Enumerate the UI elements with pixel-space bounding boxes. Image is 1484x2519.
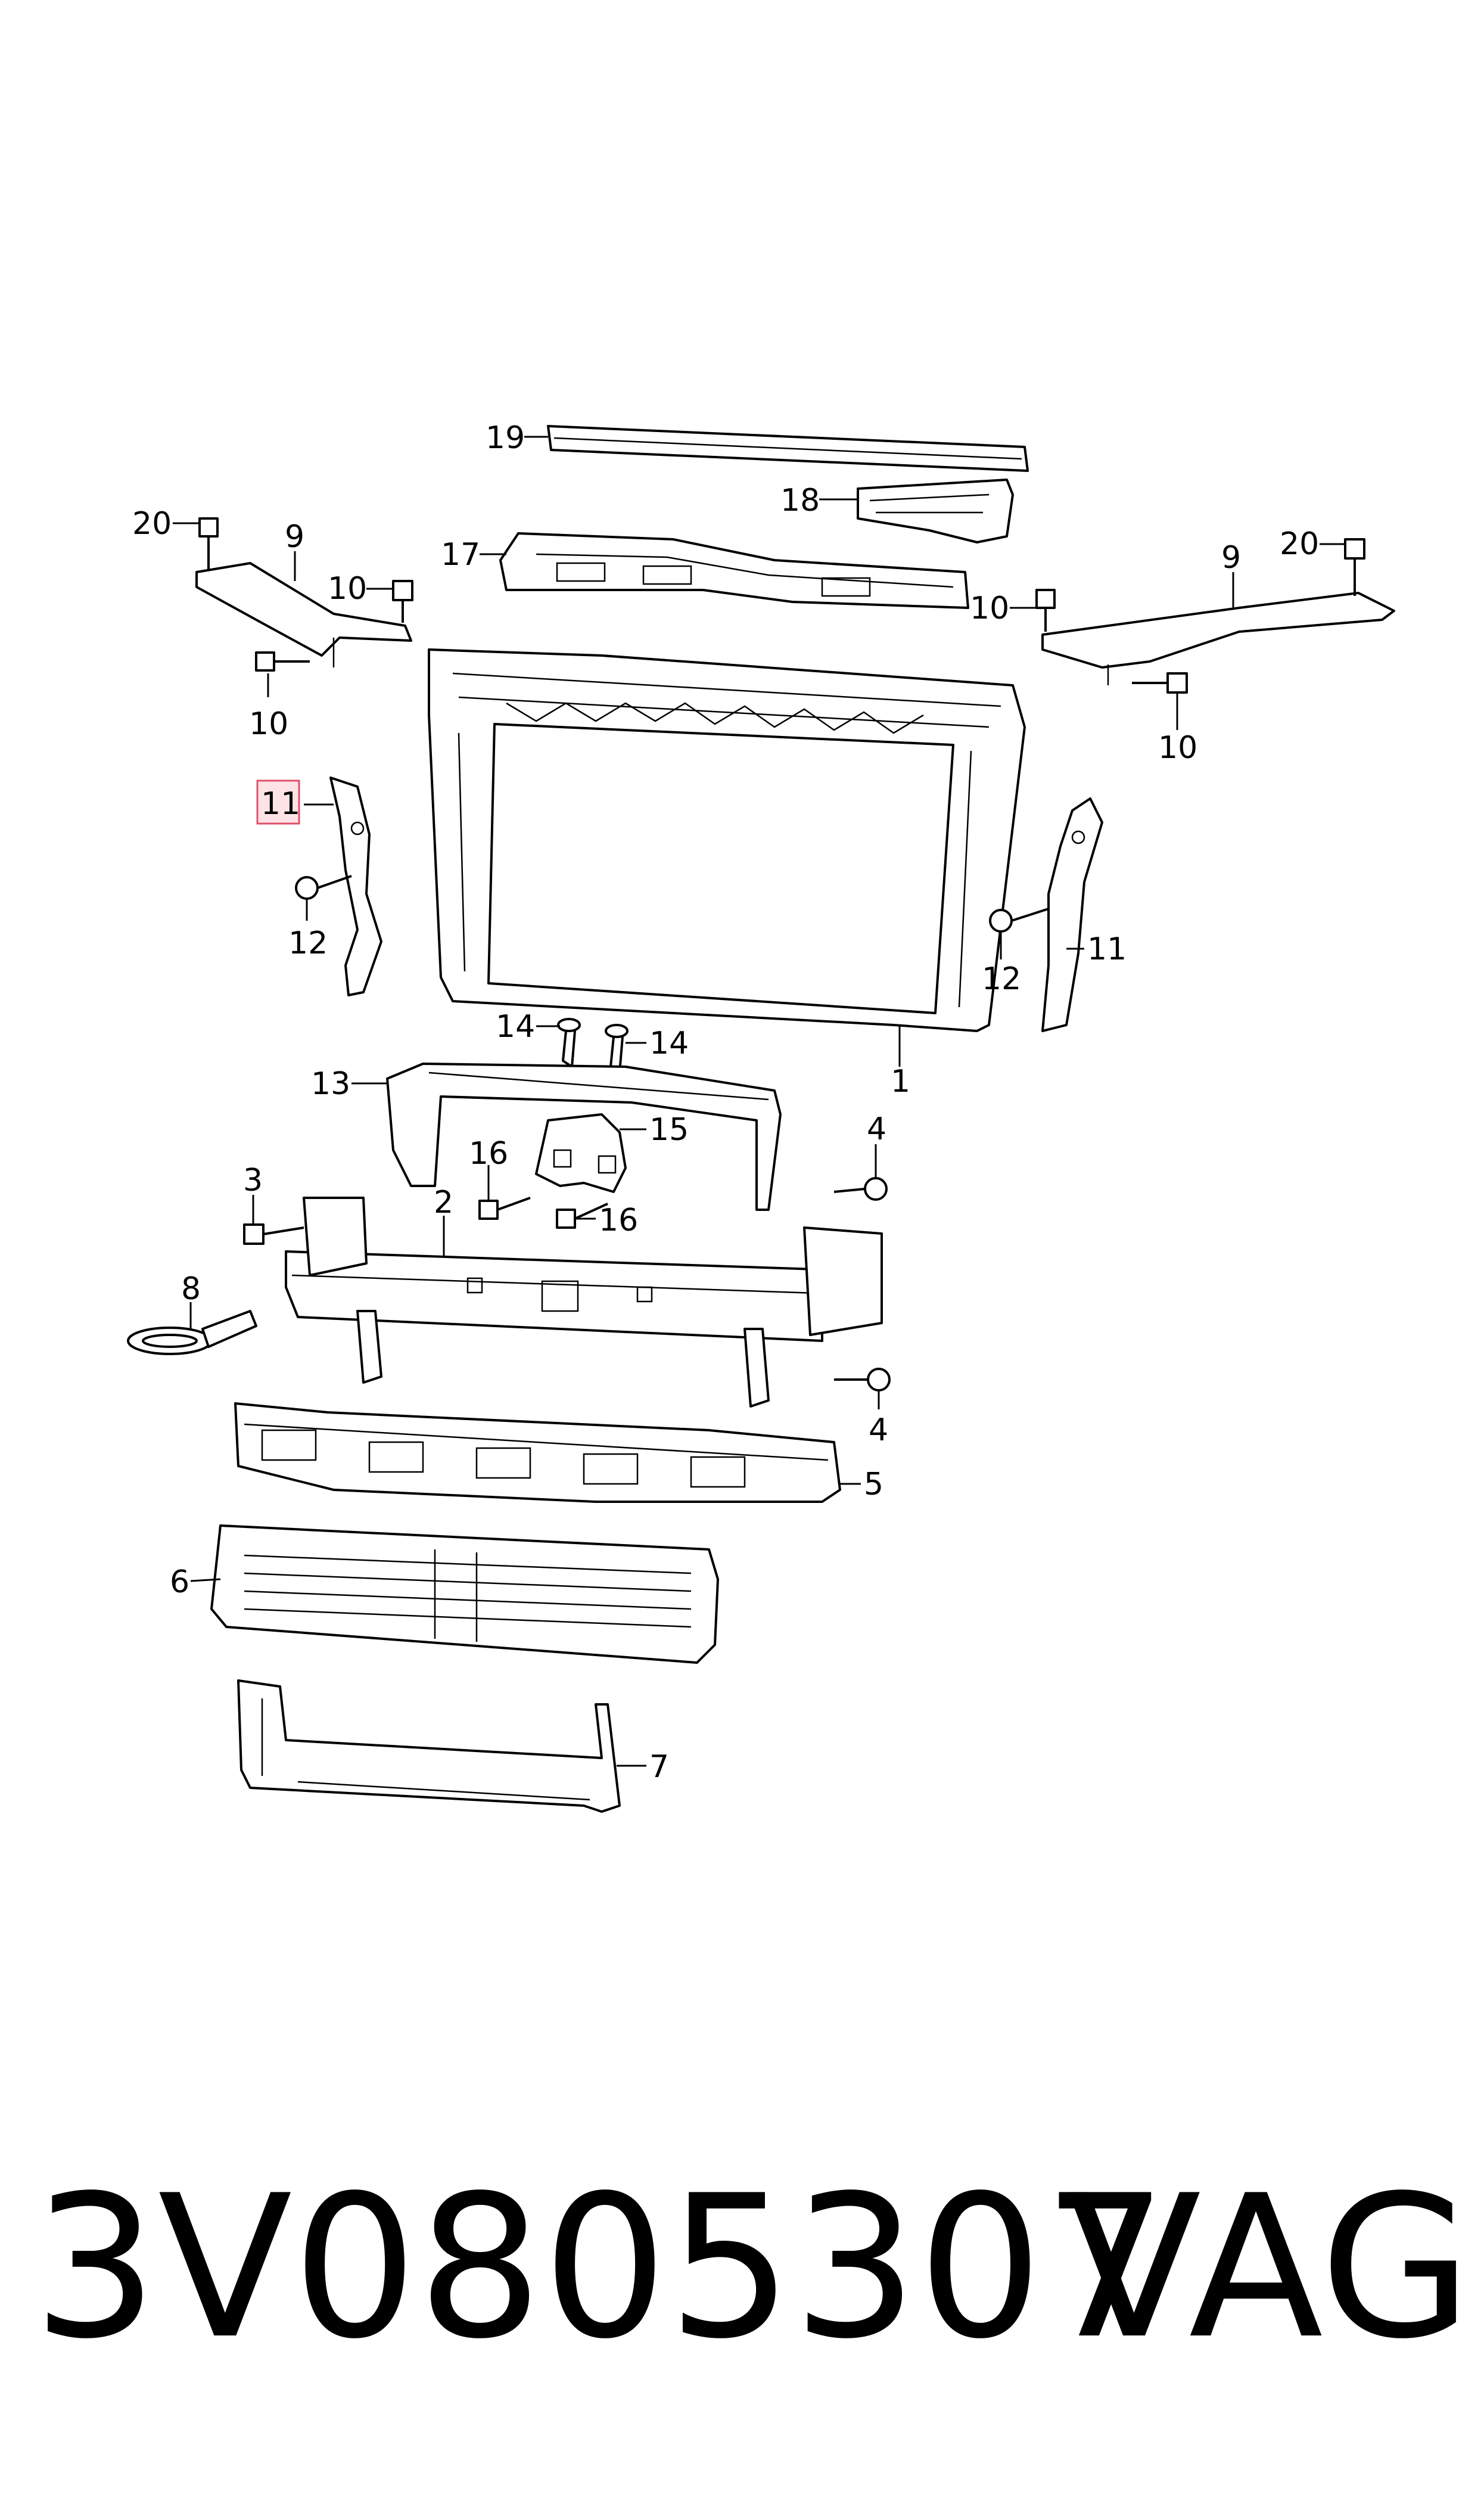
callout-11-left[interactable]: 11: [261, 786, 300, 822]
part-9-right-bracket[interactable]: [1041, 592, 1395, 685]
part-4-bolt-lower[interactable]: [834, 1368, 891, 1391]
callout-9-right[interactable]: 9: [1221, 540, 1241, 576]
callout-15[interactable]: 15: [649, 1112, 689, 1148]
part-18-air-guide[interactable]: [857, 479, 1014, 543]
callout-labels: 19 18 17 20 9 10 10 20 9 10 10 11 12 12 …: [132, 420, 1319, 1785]
callout-9-left[interactable]: 9: [285, 519, 304, 555]
part-3-bolt[interactable]: [243, 1223, 304, 1245]
callout-3[interactable]: 3: [243, 1163, 263, 1198]
part-12-right-bolt[interactable]: [989, 908, 1049, 933]
part-11-left-bracket[interactable]: [329, 776, 382, 996]
callout-12-left[interactable]: 12: [288, 925, 328, 961]
part-4-bolt-upper[interactable]: [833, 1177, 888, 1201]
part-10-left-bolt-b[interactable]: [255, 651, 310, 672]
callout-19[interactable]: 19: [486, 420, 525, 456]
callout-2[interactable]: 2: [434, 1185, 453, 1220]
callout-16-left[interactable]: 16: [469, 1136, 508, 1172]
part-17-upper-cross-member[interactable]: [499, 532, 969, 609]
part-10-left-bolt-a[interactable]: [392, 580, 413, 623]
callout-10-left-a[interactable]: 10: [328, 571, 367, 607]
callout-8[interactable]: 8: [181, 1271, 201, 1307]
part-8-towing-eye[interactable]: [127, 1310, 257, 1355]
callout-14-left[interactable]: 14: [496, 1009, 535, 1045]
callout-12-right[interactable]: 12: [982, 961, 1021, 997]
part-number-label: 3V0805307: [33, 2153, 1168, 2382]
callout-16-right[interactable]: 16: [599, 1203, 638, 1238]
part-20-left-bolt[interactable]: [198, 517, 219, 569]
part-7-air-duct[interactable]: [237, 1679, 621, 1813]
callout-10-right-a[interactable]: 10: [970, 591, 1009, 626]
callout-18[interactable]: 18: [780, 483, 820, 518]
part-12-left-bolt[interactable]: [295, 875, 352, 900]
callout-4-lower[interactable]: 4: [869, 1412, 888, 1448]
part-13-lock-carrier[interactable]: [386, 1063, 782, 1211]
callout-20-left[interactable]: 20: [132, 506, 172, 542]
callout-10-right-b[interactable]: 10: [1158, 730, 1197, 766]
callout-17[interactable]: 17: [441, 537, 480, 573]
part-16-bolt-left[interactable]: [478, 1197, 531, 1220]
callout-6[interactable]: 6: [170, 1564, 189, 1600]
callout-14-right[interactable]: 14: [649, 1026, 689, 1061]
part-19-seal-strip[interactable]: [547, 425, 1029, 472]
part-5-impact-absorber[interactable]: [234, 1402, 841, 1503]
callout-5[interactable]: 5: [864, 1467, 883, 1502]
part-16-bolt-right[interactable]: [556, 1203, 608, 1229]
callout-7[interactable]: 7: [649, 1749, 669, 1785]
part-14-clip-left[interactable]: [557, 1018, 581, 1068]
leader-lines: [173, 436, 1345, 1767]
part-1-front-carrier[interactable]: [428, 648, 1026, 1032]
callout-11-right[interactable]: 11: [1087, 931, 1127, 967]
part-20-right-bolt[interactable]: [1344, 538, 1365, 596]
brand-label: VAG: [1066, 2153, 1472, 2382]
part-10-right-bolt-b[interactable]: [1132, 672, 1188, 694]
highlight-box-11: [256, 779, 300, 825]
part-11-right-bracket[interactable]: [1041, 797, 1103, 1032]
callout-10-left-b[interactable]: 10: [249, 706, 288, 742]
callout-13[interactable]: 13: [311, 1066, 350, 1102]
part-6-radiator-shutter[interactable]: [210, 1524, 719, 1664]
callout-1[interactable]: 1: [891, 1064, 910, 1099]
part-2-bumper-beam[interactable]: [285, 1197, 883, 1408]
part-9-left-bracket[interactable]: [195, 562, 412, 667]
callout-20-right[interactable]: 20: [1280, 526, 1319, 562]
part-10-right-bolt-a[interactable]: [1035, 589, 1056, 632]
part-15-lock-bracket[interactable]: [535, 1113, 627, 1193]
callout-4-upper[interactable]: 4: [867, 1111, 886, 1147]
